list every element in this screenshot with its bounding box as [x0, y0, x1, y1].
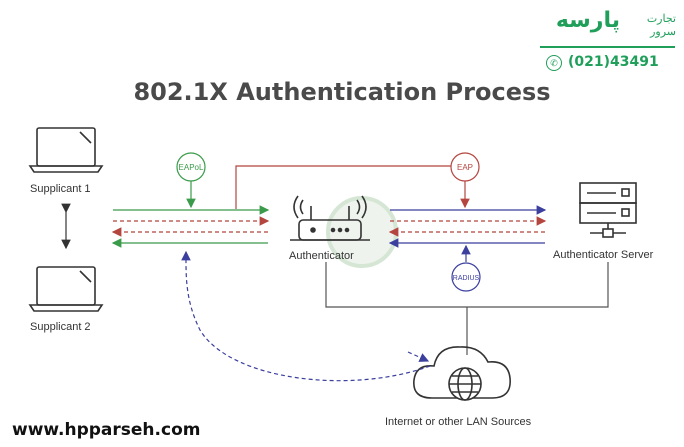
laptop-icon-supplicant-2	[28, 266, 104, 312]
authenticator-label: Authenticator	[289, 250, 354, 262]
auth-server-label: Authenticator Server	[553, 249, 654, 261]
brand-logo: پارسه	[555, 8, 620, 33]
brand-phone: (021)43491	[568, 54, 659, 70]
cloud-globe-icon	[413, 346, 511, 401]
eap-route-line	[235, 165, 462, 209]
eap-label: EAP	[457, 163, 473, 172]
radius-label: RADIUS	[453, 275, 480, 282]
website-url[interactable]: www.hpparseh.com	[12, 420, 201, 440]
brand-subtitle: تجارت سرور	[646, 13, 676, 38]
phone-icon: ✆	[546, 55, 562, 71]
internet-dashed-tick	[407, 351, 430, 362]
brand-block: پارسه تجارت سرور ✆ (021)43491	[540, 8, 680, 78]
eap-badge	[450, 152, 480, 209]
diagram-title: 802.1X Authentication Process	[133, 78, 551, 106]
radius-badge	[451, 244, 481, 292]
supplicant-1-label: Supplicant 1	[30, 183, 91, 195]
server-icon	[579, 182, 637, 238]
brand-divider	[540, 46, 675, 48]
supplicant-2-label: Supplicant 2	[30, 321, 91, 333]
router-icon	[290, 195, 370, 241]
internet-label: Internet or other LAN Sources	[385, 416, 532, 428]
internet-dashed-curve	[181, 250, 431, 382]
eapol-label: EAPoL	[179, 163, 204, 172]
eapol-badge	[176, 152, 206, 209]
laptop-icon-supplicant-1	[28, 127, 104, 173]
